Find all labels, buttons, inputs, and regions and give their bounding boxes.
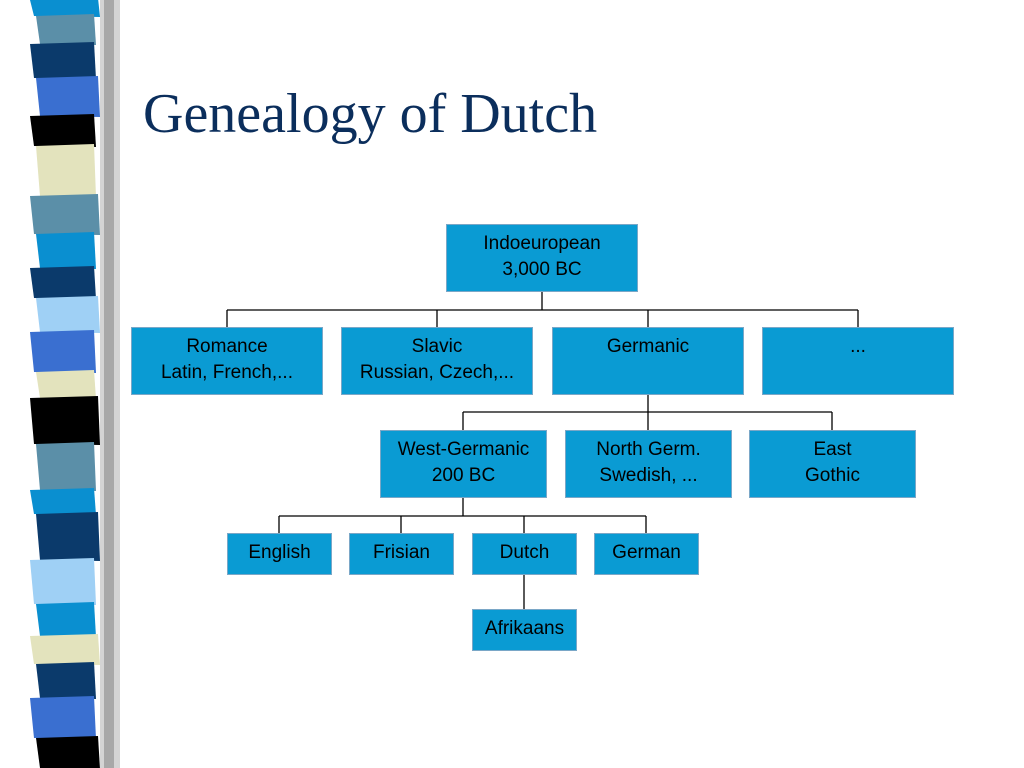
stripe-band	[30, 194, 100, 235]
node-sublabel: Swedish, ...	[599, 465, 698, 486]
decorative-stripe-sidebar	[30, 0, 120, 768]
node-dutch: Dutch	[472, 533, 577, 575]
node-east-germanic: East Gothic	[749, 430, 916, 498]
node-sublabel: 200 BC	[431, 465, 496, 486]
node-other-branches: ...	[762, 327, 954, 395]
stripe-band	[36, 14, 96, 45]
stripe-band	[36, 602, 96, 637]
node-label: North Germ.	[596, 439, 701, 460]
stripe-band	[36, 370, 96, 399]
node-sublabel: Latin, French,...	[160, 362, 293, 383]
node-label: Frisian	[372, 542, 430, 563]
node-romance: Romance Latin, French,...	[131, 327, 323, 395]
stripe-band	[30, 488, 96, 515]
stripe-band	[30, 696, 96, 739]
node-label: Afrikaans	[484, 618, 565, 639]
node-sublabel: Gothic	[805, 465, 860, 486]
node-label: Romance	[186, 336, 268, 357]
stripe-band	[30, 634, 100, 665]
stripe-band	[36, 232, 96, 269]
node-german: German	[594, 533, 699, 575]
stripe-band	[30, 114, 96, 147]
node-sublabel: 3,000 BC	[502, 259, 582, 280]
node-frisian: Frisian	[349, 533, 454, 575]
node-afrikaans: Afrikaans	[472, 609, 577, 651]
node-west-germanic: West-Germanic 200 BC	[380, 430, 547, 498]
node-sublabel: Russian, Czech,...	[359, 362, 515, 383]
node-germanic: Germanic	[552, 327, 744, 395]
node-label: Dutch	[499, 542, 550, 563]
node-english: English	[227, 533, 332, 575]
stripe-band	[36, 736, 100, 768]
node-label: Germanic	[606, 336, 690, 357]
stripe-band	[36, 144, 96, 197]
stripe-band	[30, 266, 96, 299]
node-label: English	[248, 542, 311, 563]
stripe-band	[30, 0, 100, 17]
node-north-germanic: North Germ. Swedish, ...	[565, 430, 732, 498]
stripe-band	[36, 76, 100, 117]
stripe-band	[30, 42, 96, 79]
node-label: Slavic	[411, 336, 463, 357]
node-label: ...	[850, 336, 866, 357]
node-label: Indoeuropean	[483, 233, 601, 254]
stripe-band	[30, 396, 100, 445]
slide-title: Genealogy of Dutch	[143, 83, 598, 145]
stripe-band	[30, 558, 96, 605]
stripe-band	[36, 662, 96, 699]
node-slavic: Slavic Russian, Czech,...	[341, 327, 533, 395]
stripe-band	[30, 330, 96, 373]
node-label: West-Germanic	[397, 439, 530, 460]
stripe-band	[36, 442, 96, 491]
node-label: German	[612, 542, 681, 563]
node-indoeuropean: Indoeuropean 3,000 BC	[446, 224, 638, 292]
stripe-band	[36, 512, 100, 561]
node-label: East	[813, 439, 852, 460]
stripe-band	[36, 296, 100, 333]
